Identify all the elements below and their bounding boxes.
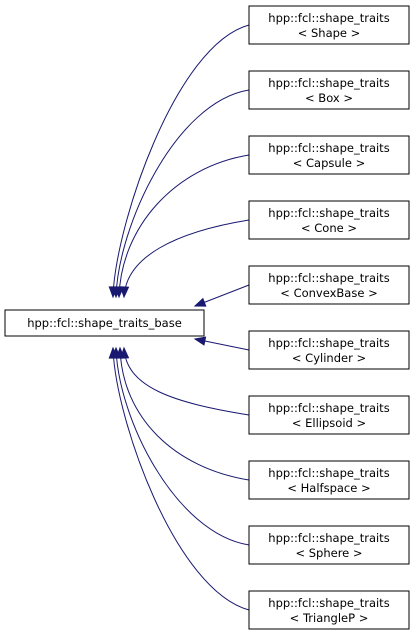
edge-line [118, 154, 250, 298]
inheritance-edge-shape [108, 24, 250, 299]
derived-class-box [248, 525, 410, 565]
inheritance-edge-box [111, 89, 250, 299]
derived-class-box [248, 70, 410, 110]
derived-class-node-ellipsoid[interactable]: hpp::fcl::shape_traits< Ellipsoid > [248, 395, 410, 435]
derived-class-box [248, 460, 410, 500]
derived-class-node-trianglep[interactable]: hpp::fcl::shape_traits< TriangleP > [248, 590, 410, 630]
derived-class-box [248, 395, 410, 435]
derived-class-nodes: hpp::fcl::shape_traits< Shape >hpp::fcl:… [248, 5, 410, 630]
edge-line [112, 24, 250, 298]
edge-arrowhead [193, 336, 207, 346]
edge-arrowhead [119, 286, 130, 299]
derived-class-name: hpp::fcl::shape_traits [268, 466, 389, 480]
edge-arrowhead [108, 346, 119, 359]
derived-class-box [248, 200, 410, 240]
derived-class-node-shape[interactable]: hpp::fcl::shape_traits< Shape > [248, 5, 410, 45]
edge-line [115, 89, 250, 298]
inheritance-edge-capsule [114, 154, 250, 299]
base-class-label: hpp::fcl::shape_traits_base [27, 316, 182, 330]
inheritance-edge-cylinder [193, 336, 250, 351]
derived-class-node-cone[interactable]: hpp::fcl::shape_traits< Cone > [248, 200, 410, 240]
derived-class-node-convexbase[interactable]: hpp::fcl::shape_traits< ConvexBase > [248, 265, 410, 305]
derived-class-template-arg: < TriangleP > [290, 611, 369, 625]
derived-class-name: hpp::fcl::shape_traits [268, 206, 389, 220]
edge-line [115, 347, 250, 546]
derived-class-name: hpp::fcl::shape_traits [268, 141, 389, 155]
derived-class-template-arg: < Cone > [301, 221, 357, 235]
derived-class-name: hpp::fcl::shape_traits [268, 271, 389, 285]
derived-class-node-cylinder[interactable]: hpp::fcl::shape_traits< Cylinder > [248, 330, 410, 370]
derived-class-box [248, 265, 410, 305]
derived-class-name: hpp::fcl::shape_traits [268, 76, 389, 90]
derived-class-name: hpp::fcl::shape_traits [268, 596, 389, 610]
derived-class-template-arg: < Sphere > [295, 546, 362, 560]
derived-class-node-sphere[interactable]: hpp::fcl::shape_traits< Sphere > [248, 525, 410, 565]
derived-class-name: hpp::fcl::shape_traits [268, 11, 389, 25]
edge-line [123, 347, 250, 416]
edge-line [112, 347, 250, 611]
derived-class-box [248, 5, 410, 45]
derived-class-box [248, 590, 410, 630]
derived-class-template-arg: < ConvexBase > [280, 286, 377, 300]
inheritance-edge-ellipsoid [119, 346, 250, 416]
derived-class-name: hpp::fcl::shape_traits [268, 336, 389, 350]
edge-arrowhead [193, 297, 207, 307]
edge-line [123, 219, 250, 298]
inheritance-edges [108, 24, 250, 611]
derived-class-node-box[interactable]: hpp::fcl::shape_traits< Box > [248, 70, 410, 110]
derived-class-name: hpp::fcl::shape_traits [268, 531, 389, 545]
derived-class-template-arg: < Halfspace > [287, 481, 370, 495]
inheritance-edge-halfspace [115, 346, 250, 481]
edge-line [119, 347, 250, 481]
base-class-box [4, 309, 205, 337]
derived-class-template-arg: < Capsule > [293, 156, 366, 170]
inheritance-edge-convexbase [193, 284, 250, 307]
derived-class-template-arg: < Box > [305, 91, 353, 105]
derived-class-box [248, 330, 410, 370]
derived-class-node-capsule[interactable]: hpp::fcl::shape_traits< Capsule > [248, 135, 410, 175]
derived-class-node-halfspace[interactable]: hpp::fcl::shape_traits< Halfspace > [248, 460, 410, 500]
inheritance-edge-cone [119, 219, 250, 299]
derived-class-template-arg: < Ellipsoid > [292, 416, 366, 430]
base-class-node[interactable]: hpp::fcl::shape_traits_base [4, 309, 205, 337]
inheritance-edge-trianglep [108, 346, 250, 611]
inheritance-edge-sphere [111, 346, 250, 546]
derived-class-template-arg: < Shape > [298, 26, 361, 40]
derived-class-template-arg: < Cylinder > [292, 351, 366, 365]
derived-class-box [248, 135, 410, 175]
derived-class-name: hpp::fcl::shape_traits [268, 401, 389, 415]
